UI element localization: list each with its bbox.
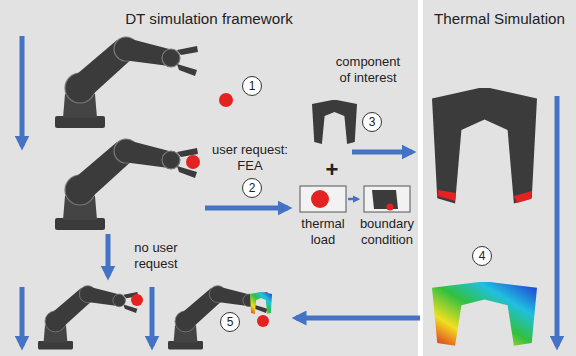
result-gripper	[250, 292, 272, 314]
section-panel: Thermal Simulation 4	[423, 0, 576, 356]
heated-tip	[438, 190, 456, 201]
robot-arm	[38, 286, 138, 350]
thermal-load-box	[300, 186, 346, 212]
heat-source	[257, 315, 269, 327]
flow-arrow	[106, 234, 111, 276]
callout-circle: 2	[242, 178, 262, 198]
panel-title: DT simulation framework	[0, 8, 418, 30]
callout-circle: 5	[220, 312, 240, 332]
small-arrow	[348, 198, 358, 201]
callout-number: 4	[479, 250, 486, 262]
heated-tip	[514, 191, 532, 203]
heat-source	[219, 93, 233, 107]
callout-number: 2	[249, 182, 256, 194]
robot-arm	[55, 139, 198, 230]
flow-arrow	[20, 287, 25, 346]
flow-arrow	[205, 206, 288, 211]
gripper-model	[432, 88, 537, 204]
heat-source	[131, 294, 143, 306]
boundary-face	[372, 190, 398, 209]
boundary-box	[364, 186, 410, 212]
flow-arrow	[555, 96, 560, 346]
temperature-field	[432, 282, 537, 346]
framework-panel-ground	[0, 0, 418, 356]
annotation-label: component of interest	[330, 54, 406, 86]
section-panel: DT simulation framework 1 2 3 5	[0, 0, 418, 356]
flow-arrow	[352, 150, 412, 155]
gripper-component	[312, 100, 357, 144]
callout-number: 5	[227, 316, 234, 328]
robot-arm	[55, 37, 198, 128]
annotation-label: boundary condition	[354, 216, 420, 248]
callout-number: 3	[369, 116, 376, 128]
heat-source	[186, 155, 200, 169]
annotation-label: user request: FEA	[208, 142, 292, 174]
annotation-label: no user request	[116, 240, 196, 272]
flow-arrow	[150, 287, 155, 346]
thermal-panel-ground	[423, 0, 576, 356]
flow-arrows	[22, 36, 557, 346]
callout-number: 1	[249, 80, 256, 92]
panel-title: Thermal Simulation	[423, 8, 576, 30]
annotation-label: thermal load	[295, 216, 351, 248]
flow-arrow	[20, 36, 25, 146]
thermal-load-symbol	[311, 190, 329, 208]
plus-sign: +	[320, 158, 344, 182]
flow-arrow	[296, 316, 420, 321]
boundary-spot	[387, 204, 394, 211]
callout-circle: 4	[472, 246, 492, 266]
callout-circle: 3	[362, 112, 382, 132]
callout-circle: 1	[242, 76, 262, 96]
